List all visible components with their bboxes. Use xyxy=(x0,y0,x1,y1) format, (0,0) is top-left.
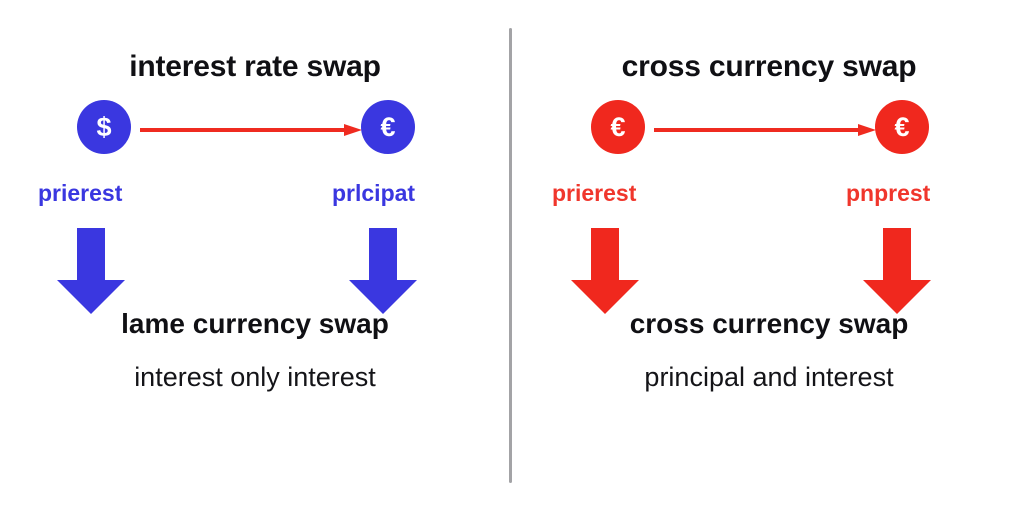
panel-interest-rate-swap: interest rate swap $ € prierest prlcipat… xyxy=(0,0,510,510)
dollar-coin-icon: $ xyxy=(77,100,131,154)
result-sub-right: principal and interest xyxy=(644,362,894,392)
euro-coin-icon: € xyxy=(361,100,415,154)
flow-label-right-to: pnprest xyxy=(846,180,931,206)
result-sub-left: interest only interest xyxy=(134,362,376,392)
result-main-right: cross currency swap xyxy=(629,308,909,339)
down-arrow-icon-right-to xyxy=(863,228,931,314)
right-arrow-icon-right xyxy=(654,124,876,136)
euro-coin-icon-right-from: € xyxy=(591,100,645,154)
panel-divider xyxy=(509,28,512,483)
down-arrow-icon-right-from xyxy=(571,228,639,314)
right-arrow-icon xyxy=(140,124,362,136)
down-arrow-icon-left-from xyxy=(57,228,125,314)
currency-node-row-left: $ € xyxy=(0,100,510,158)
arrow-shaft xyxy=(140,128,346,132)
flow-label-left-from: prierest xyxy=(38,180,123,206)
arrow-head xyxy=(858,124,876,136)
flow-label-right-from: prierest xyxy=(552,180,637,206)
panel-title-left: interest rate swap xyxy=(129,50,381,83)
arrow-shaft xyxy=(654,128,860,132)
currency-node-row-right: € € xyxy=(514,100,1024,158)
flow-label-left-to: prlcipat xyxy=(332,180,416,206)
arrow-head xyxy=(344,124,362,136)
panel-title-right: cross currency swap xyxy=(621,50,917,83)
result-main-left: lame currency swap xyxy=(121,308,389,339)
euro-coin-icon-right-to: € xyxy=(875,100,929,154)
panel-cross-currency-swap: cross currency swap € € prierest pnprest… xyxy=(514,0,1024,510)
down-arrow-icon-left-to xyxy=(349,228,417,314)
